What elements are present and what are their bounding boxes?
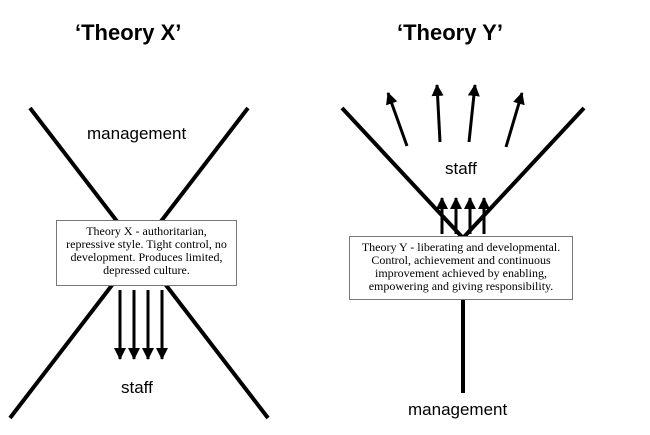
theory-y-fan-arrow [431,84,444,143]
theory-y-management-label: management [408,400,508,419]
theory-y-fan-arrow [467,84,480,143]
theory-y-description-box: Theory Y - liberating and developmental.… [349,236,573,300]
theory-y-v-line-right [461,106,586,240]
theory-y-title: ‘Theory Y’ [397,20,503,45]
theory-x-title: ‘Theory X’ [75,20,182,45]
theory-y-fan-arrow [504,92,525,148]
theory-y-staff-label: staff [445,159,477,178]
theory-x-description-box: Theory X - authoritarian, repressive sty… [56,220,237,286]
theory-x-management-label: management [87,124,187,143]
theory-y-fan-arrow [386,92,409,147]
theory-x-staff-label: staff [121,378,153,397]
